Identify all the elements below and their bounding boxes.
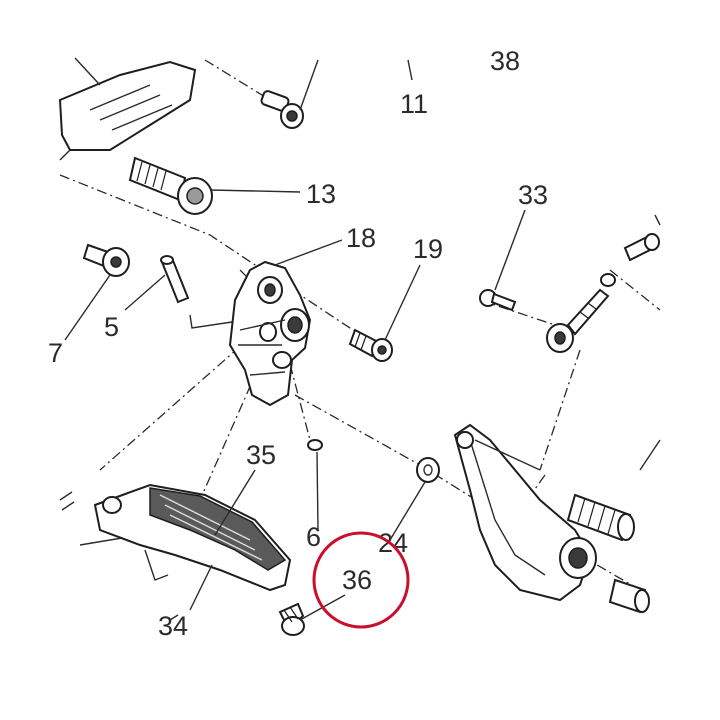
callout-6: 6 — [306, 522, 321, 552]
axis-line — [284, 344, 311, 441]
leader-line-6 — [316, 451, 319, 531]
spring-sleeve — [566, 493, 635, 542]
callout-11: 11 — [400, 89, 428, 119]
axis-line — [59, 174, 366, 339]
axis-line — [204, 59, 271, 101]
pin-5 — [160, 255, 190, 304]
callout-19: 19 — [413, 234, 443, 264]
axis-line — [199, 329, 276, 501]
callout-18: 18 — [346, 223, 376, 253]
callout-36: 36 — [342, 565, 372, 595]
axis-line — [99, 319, 271, 471]
bolt-top — [260, 90, 304, 129]
footpeg-34 — [59, 483, 292, 592]
leader-line-11 — [407, 59, 413, 81]
bolt-13 — [128, 156, 213, 215]
washer-24 — [416, 457, 440, 483]
callout-13: 13 — [306, 179, 336, 209]
frame-bracket — [58, 57, 197, 161]
leader-line-19 — [384, 264, 421, 341]
callout-5: 5 — [104, 312, 119, 342]
leader-line-top-bolt — [299, 59, 319, 111]
highlight-circle — [312, 531, 410, 629]
leader-line-24 — [389, 481, 426, 541]
leader-line-5 — [124, 274, 166, 311]
leader-line-7 — [64, 274, 111, 341]
callout-24: 24 — [378, 528, 408, 558]
callout-7: 7 — [48, 338, 63, 368]
leader-line-35 — [214, 469, 256, 536]
callout-38: 38 — [490, 46, 520, 76]
bracket-line — [169, 614, 179, 621]
callout-35: 35 — [246, 440, 276, 470]
bolt-19 — [348, 328, 393, 362]
bracket-line — [144, 549, 169, 581]
leader-line-34 — [189, 564, 213, 611]
axis-line — [479, 299, 556, 326]
leader-line-33 — [494, 209, 526, 291]
bushing — [608, 578, 650, 614]
hanger-bracket-18 — [228, 260, 312, 407]
rod-end-linkage — [479, 233, 660, 353]
callout-33: 33 — [518, 180, 548, 210]
screw-7 — [82, 243, 130, 277]
leader-line-13 — [209, 189, 301, 193]
circlip-6 — [307, 439, 323, 451]
callout-34: 34 — [158, 611, 188, 641]
leader-line-18 — [274, 239, 343, 266]
axis-line — [539, 349, 581, 471]
edge-part-right — [639, 214, 661, 471]
bracket-line — [189, 314, 233, 329]
brake-lever — [453, 423, 597, 602]
axis-line — [579, 554, 641, 591]
screw-36 — [278, 602, 305, 636]
axis-line — [609, 269, 661, 311]
